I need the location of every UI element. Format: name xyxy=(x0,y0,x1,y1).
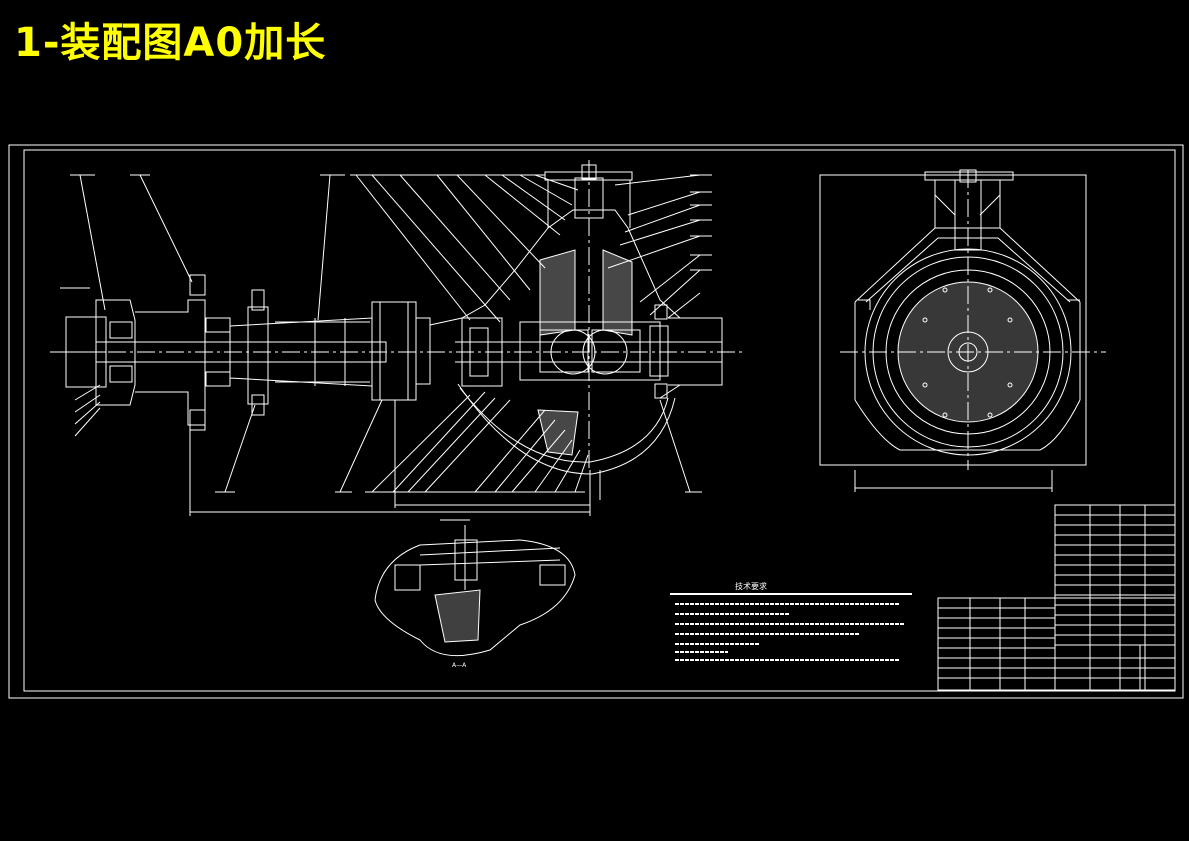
section-label: A—A xyxy=(452,662,467,669)
side-view xyxy=(819,169,1106,492)
main-section-view xyxy=(50,160,745,516)
sheet-inner-border xyxy=(23,149,1176,692)
page-title: 1-装配图A0加长 xyxy=(14,20,327,66)
technical-requirements xyxy=(670,593,912,661)
sheet-outer-border xyxy=(8,144,1184,699)
title-block xyxy=(937,504,1176,691)
technical-requirements-heading: 技术要求 xyxy=(735,582,767,591)
section-a-a xyxy=(374,519,576,657)
